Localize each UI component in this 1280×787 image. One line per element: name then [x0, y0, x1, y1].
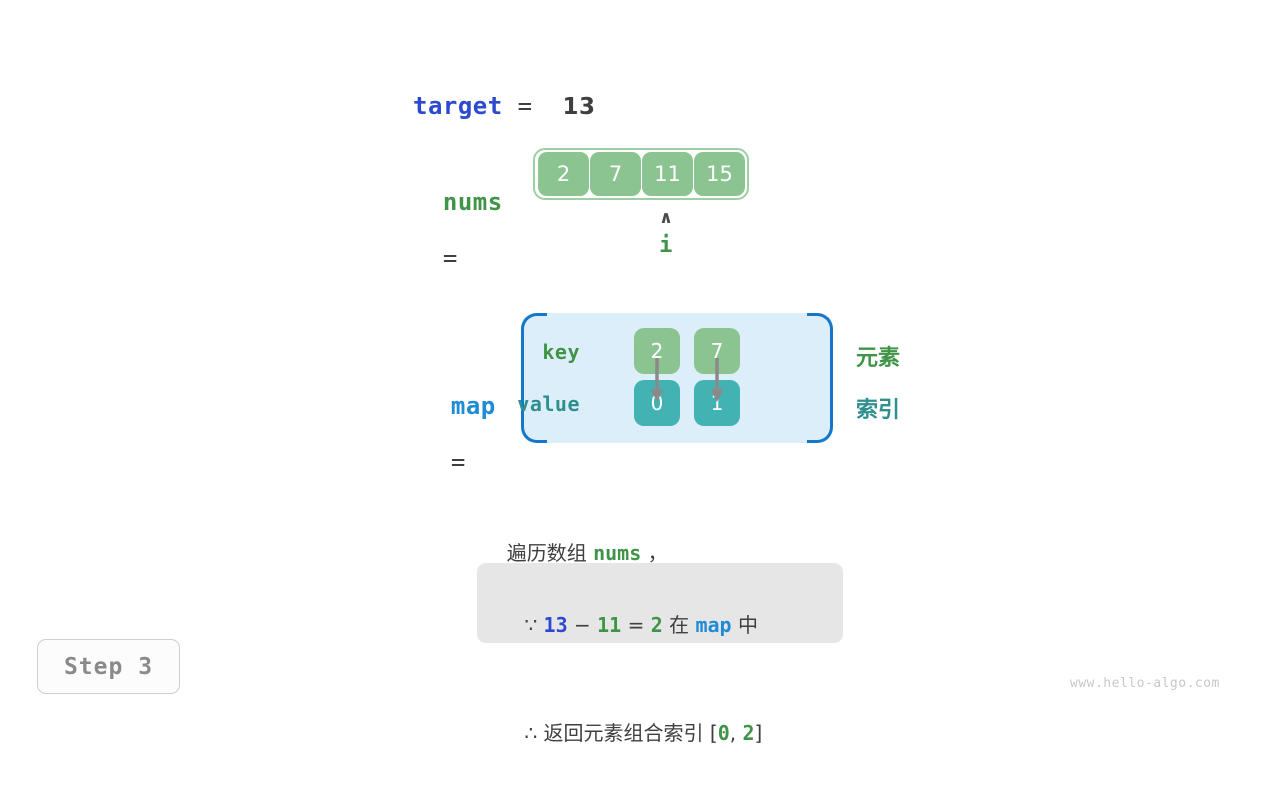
- map-variable-name: map: [450, 392, 496, 420]
- note1-in-word: 在: [669, 613, 690, 637]
- hash-map-left-bracket: [521, 313, 547, 443]
- description-suffix: ，: [641, 541, 668, 565]
- legend-label-element: 元素: [856, 346, 901, 371]
- nums-variable-row: nums =: [413, 160, 503, 272]
- note1-operand-a: 13: [543, 613, 568, 637]
- note1-map-word: map: [695, 613, 732, 637]
- target-variable-row: target = 13: [413, 92, 596, 120]
- note2-text: 返回元素组合索引 [: [543, 721, 718, 745]
- note2-index-1: 2: [742, 721, 755, 745]
- pointer-index-label: i: [659, 233, 673, 258]
- reasoning-note-line-2: ∴ 返回元素组合索引 [0, 2]: [499, 679, 823, 787]
- target-variable-name: target: [413, 92, 503, 120]
- watermark: www.hello-algo.com: [1070, 676, 1220, 691]
- nums-cell-2[interactable]: 11: [642, 152, 693, 196]
- step-badge: Step 3: [37, 639, 180, 694]
- reasoning-note-box: ∵ 13 − 11 = 2 在 map 中 ∴ 返回元素组合索引 [0, 2]: [477, 563, 843, 745]
- note1-operand-b: 11: [597, 613, 622, 637]
- key-to-value-arrow-0: [650, 358, 664, 402]
- nums-equals-sign: =: [442, 244, 458, 272]
- note2-comma: ,: [729, 721, 743, 745]
- nums-variable-name: nums: [442, 188, 503, 216]
- therefore-symbol: ∴: [524, 721, 538, 745]
- nums-array-container: 2 7 11 15: [533, 148, 749, 200]
- pointer-caret-icon: ∧: [659, 208, 673, 228]
- description-code-nums: nums: [593, 541, 642, 565]
- target-value: 13: [562, 94, 596, 120]
- note2-bracket-close: ]: [754, 721, 763, 745]
- nums-cell-0[interactable]: 2: [538, 152, 589, 196]
- nums-cell-3[interactable]: 15: [694, 152, 745, 196]
- map-equals-sign: =: [450, 448, 466, 476]
- map-variable-row: map =: [421, 364, 496, 476]
- description-prefix: 遍历数组: [506, 541, 594, 565]
- note1-suffix: 中: [737, 613, 758, 637]
- note1-result: 2: [650, 613, 663, 637]
- hash-map-key-row-label: key: [542, 340, 580, 364]
- reasoning-note-line-1: ∵ 13 − 11 = 2 在 map 中: [499, 571, 823, 679]
- note1-equals-sign: =: [627, 613, 645, 637]
- hash-map-right-bracket: [807, 313, 833, 443]
- note1-minus-sign: −: [573, 613, 591, 637]
- nums-cell-1[interactable]: 7: [590, 152, 641, 196]
- legend-label-index: 索引: [856, 398, 901, 423]
- description-line: 遍历数组 nums ，: [494, 513, 668, 566]
- note2-index-0: 0: [717, 721, 730, 745]
- because-symbol: ∵: [524, 613, 538, 637]
- hash-map-value-row-label: value: [517, 392, 580, 416]
- target-equals-sign: =: [517, 92, 533, 120]
- key-to-value-arrow-1: [710, 358, 724, 402]
